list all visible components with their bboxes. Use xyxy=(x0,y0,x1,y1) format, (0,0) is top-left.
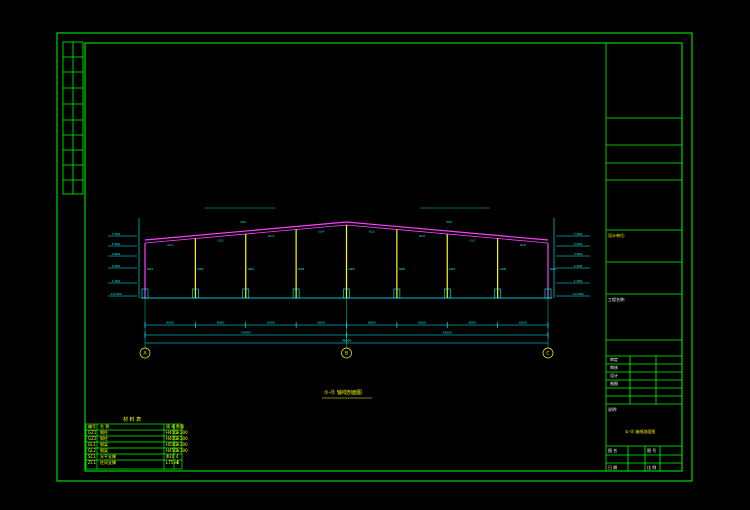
material-table-cell: H400×200 xyxy=(166,436,188,441)
material-table-cell: H450×200 xyxy=(166,448,188,453)
material-table-cell: GL1 xyxy=(88,442,96,447)
drawing-name-block: ①-⑬ 轴线剖面图 xyxy=(625,429,656,434)
elevation-label-right: 7.500 xyxy=(574,232,583,236)
column-label: GZ4 xyxy=(298,267,304,271)
material-table-cell: 2 xyxy=(176,430,179,435)
axis-label: B xyxy=(345,351,348,357)
design-label: 设计 xyxy=(610,373,618,378)
notes-label: 说明: xyxy=(608,407,618,412)
drawing-no-label: 图 号 xyxy=(647,448,657,453)
material-table-cell: 钢梁 xyxy=(100,442,108,447)
material-table-title: 材 料 表 xyxy=(123,417,142,423)
dim-bay-label: 6000 xyxy=(166,321,174,325)
dim-bay-label: 6000 xyxy=(519,321,527,325)
binding-strip xyxy=(62,41,84,195)
material-table-cell: 钢柱 xyxy=(100,430,108,435)
scale-label: 比 例 xyxy=(647,465,657,470)
dim-bay-label: 6000 xyxy=(368,321,376,325)
title-block xyxy=(605,43,682,471)
axis-bubble xyxy=(139,347,151,359)
elevation-label-left: 1.200 xyxy=(112,279,121,283)
elevation-label-left: 2.400 xyxy=(112,264,121,268)
elevation-label-left: ±0.000 xyxy=(110,292,121,296)
material-table-cell: 柱间支撑 xyxy=(100,460,116,465)
beam-label: GL7 xyxy=(469,238,475,242)
material-table-header-cell: 规 格 xyxy=(166,424,176,429)
material-table-cell: Φ20 xyxy=(166,454,175,459)
check-label: 审核 xyxy=(610,365,618,370)
beam-label: GL4 xyxy=(318,229,324,233)
beam-label: GL2 xyxy=(218,238,224,242)
beam-label: GL8 xyxy=(520,243,526,247)
material-table-cell: 钢梁 xyxy=(100,448,108,453)
date-label: 日 期 xyxy=(608,465,618,470)
drawing-title: ①-⑬ 轴线剖面图 xyxy=(324,390,362,396)
column-label: GZ7 xyxy=(449,267,455,271)
beam-label: GL1 xyxy=(167,243,173,247)
axis-label: A xyxy=(143,351,147,357)
column-label: GZ1 xyxy=(147,267,153,271)
beam-label: GL5 xyxy=(369,229,375,233)
material-table-cell: H400×200 xyxy=(166,430,188,435)
material-table-cell: 2 xyxy=(176,448,179,453)
draw-label: 制图 xyxy=(610,381,618,386)
material-table-cell: GZ1 xyxy=(88,430,97,435)
material-table-header-cell: 编号 xyxy=(88,424,96,429)
outer-frame xyxy=(56,32,693,482)
dim-bay-label: 6000 xyxy=(317,321,325,325)
designer-label: 设计单位: xyxy=(608,233,626,238)
roof-note-right: 300 xyxy=(446,220,452,224)
dim-half-label: 24000 xyxy=(442,331,452,335)
axis-bubble xyxy=(341,347,352,359)
material-table-cell: 4 xyxy=(176,460,179,465)
dim-half-label: 24000 xyxy=(241,331,251,335)
material-table-cell: 4 xyxy=(176,454,179,459)
approved-label: 审定 xyxy=(610,357,618,362)
column-label: GZ5 xyxy=(348,267,354,271)
elevation-label-right: 3.600 xyxy=(574,252,583,256)
beam-label: GL3 xyxy=(268,234,274,238)
axis-bubble xyxy=(542,347,554,359)
beam-label: GL6 xyxy=(419,234,425,238)
column-label: GZ8 xyxy=(499,267,505,271)
elevation-label-left: 7.500 xyxy=(112,232,121,236)
material-table-cell: H500×200 xyxy=(166,442,188,447)
material-table-grid xyxy=(85,423,183,470)
elevation-label-right: 1.200 xyxy=(574,279,583,283)
column-label: GZ3 xyxy=(248,267,254,271)
roof-note-left: 300 xyxy=(240,220,246,224)
material-table-header-cell: 名 称 xyxy=(100,424,110,429)
material-table-cell: 2 xyxy=(176,442,179,447)
elevation-label-right: 2.400 xyxy=(574,264,583,268)
material-table-cell: GL2 xyxy=(88,448,96,453)
drawing-name-label: 图 名 xyxy=(608,448,618,453)
axis-label: C xyxy=(546,351,549,357)
material-table-cell: GZ2 xyxy=(88,436,97,441)
elevation-label-left: 3.600 xyxy=(112,252,121,256)
dim-bay-label: 6000 xyxy=(418,321,426,325)
material-table-header-cell: 数量 xyxy=(176,424,184,429)
project-label: 工程名称: xyxy=(608,297,626,302)
material-table-cell: L75×6 xyxy=(166,460,180,465)
dim-bay-label: 6000 xyxy=(267,321,275,325)
material-table-cell: ZC1 xyxy=(88,460,97,465)
column-label: GZ6 xyxy=(399,267,405,271)
dim-bay-label: 6000 xyxy=(469,321,477,325)
material-table-cell: SC1 xyxy=(88,454,96,459)
elevation-label-left: 5.500 xyxy=(112,242,121,246)
inner-frame xyxy=(84,42,683,472)
elevation-label-right: ±0.000 xyxy=(572,292,583,296)
material-table-cell: 水平支撑 xyxy=(100,454,116,459)
elevation-label-right: 5.500 xyxy=(574,242,583,246)
column-label: GZ2 xyxy=(197,267,203,271)
material-table-cell: 钢柱 xyxy=(100,436,108,441)
material-table-cell: 2 xyxy=(176,436,179,441)
roof-rafter xyxy=(144,221,549,241)
column-label: GZ9 xyxy=(550,267,556,271)
dim-bay-label: 6000 xyxy=(217,321,225,325)
